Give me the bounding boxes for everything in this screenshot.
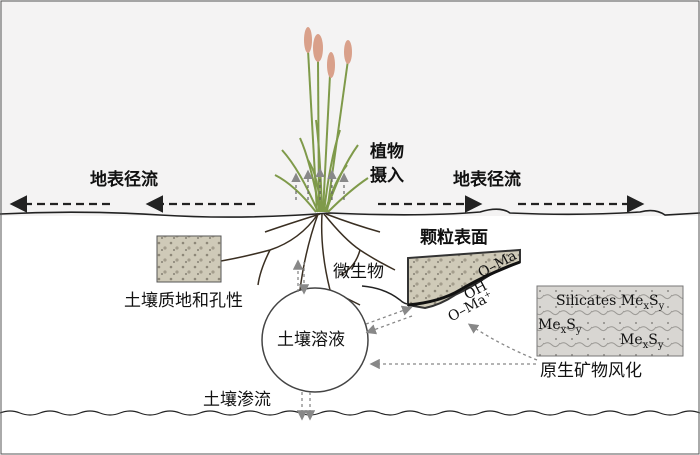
grass-flowers: [304, 27, 352, 78]
plant-uptake-label-line2: 摄入: [370, 166, 404, 186]
microbes-label: 微生物: [333, 262, 384, 282]
silicates-formula: Silicates MexSy: [556, 294, 664, 312]
soil-texture-image: [156, 235, 222, 283]
sub-x: x: [643, 300, 650, 312]
primary-mineral-weathering-label: 原生矿物风化: [540, 361, 642, 381]
mexsy-formula-right: MexSy: [620, 333, 664, 351]
s-symbol: S: [649, 293, 659, 309]
silicates-word: Silicates: [556, 293, 617, 309]
sub-y: y: [575, 324, 582, 336]
primary-mineral-image: [536, 285, 684, 357]
soil-texture-porosity-label: 土壤质地和孔性: [124, 291, 243, 311]
groundwater-line: [0, 410, 700, 416]
surface-runoff-right-label: 地表径流: [453, 170, 521, 190]
soil-solution-label: 土壤溶液: [277, 330, 345, 350]
s-symbol: S: [648, 332, 658, 348]
surface-runoff-left-label: 地表径流: [90, 170, 158, 190]
soil-percolation-label: 土壤渗流: [203, 390, 271, 410]
me-symbol: Me: [538, 317, 561, 333]
particle-surface-label: 颗粒表面: [420, 228, 488, 248]
me-symbol: Me: [620, 293, 644, 309]
plant-uptake-arrows: [291, 167, 349, 200]
sub-y: y: [657, 339, 664, 351]
plant-uptake-label-line1: 植物: [370, 142, 404, 162]
sub-x: x: [560, 324, 567, 336]
sky-area: [0, 0, 700, 216]
me-symbol: Me: [620, 332, 643, 348]
particle-surface-edge: [407, 260, 521, 307]
soil-solution-circle: [261, 287, 369, 393]
sub-y: y: [658, 300, 665, 312]
s-symbol: S: [566, 317, 576, 333]
microbe-line: [361, 285, 413, 305]
exchange-arrows: [292, 259, 538, 421]
grass-plant: [274, 49, 369, 213]
sub-x: x: [642, 339, 649, 351]
mexsy-formula-left: MexSy: [538, 318, 582, 336]
ground-surface-line: [0, 208, 700, 218]
